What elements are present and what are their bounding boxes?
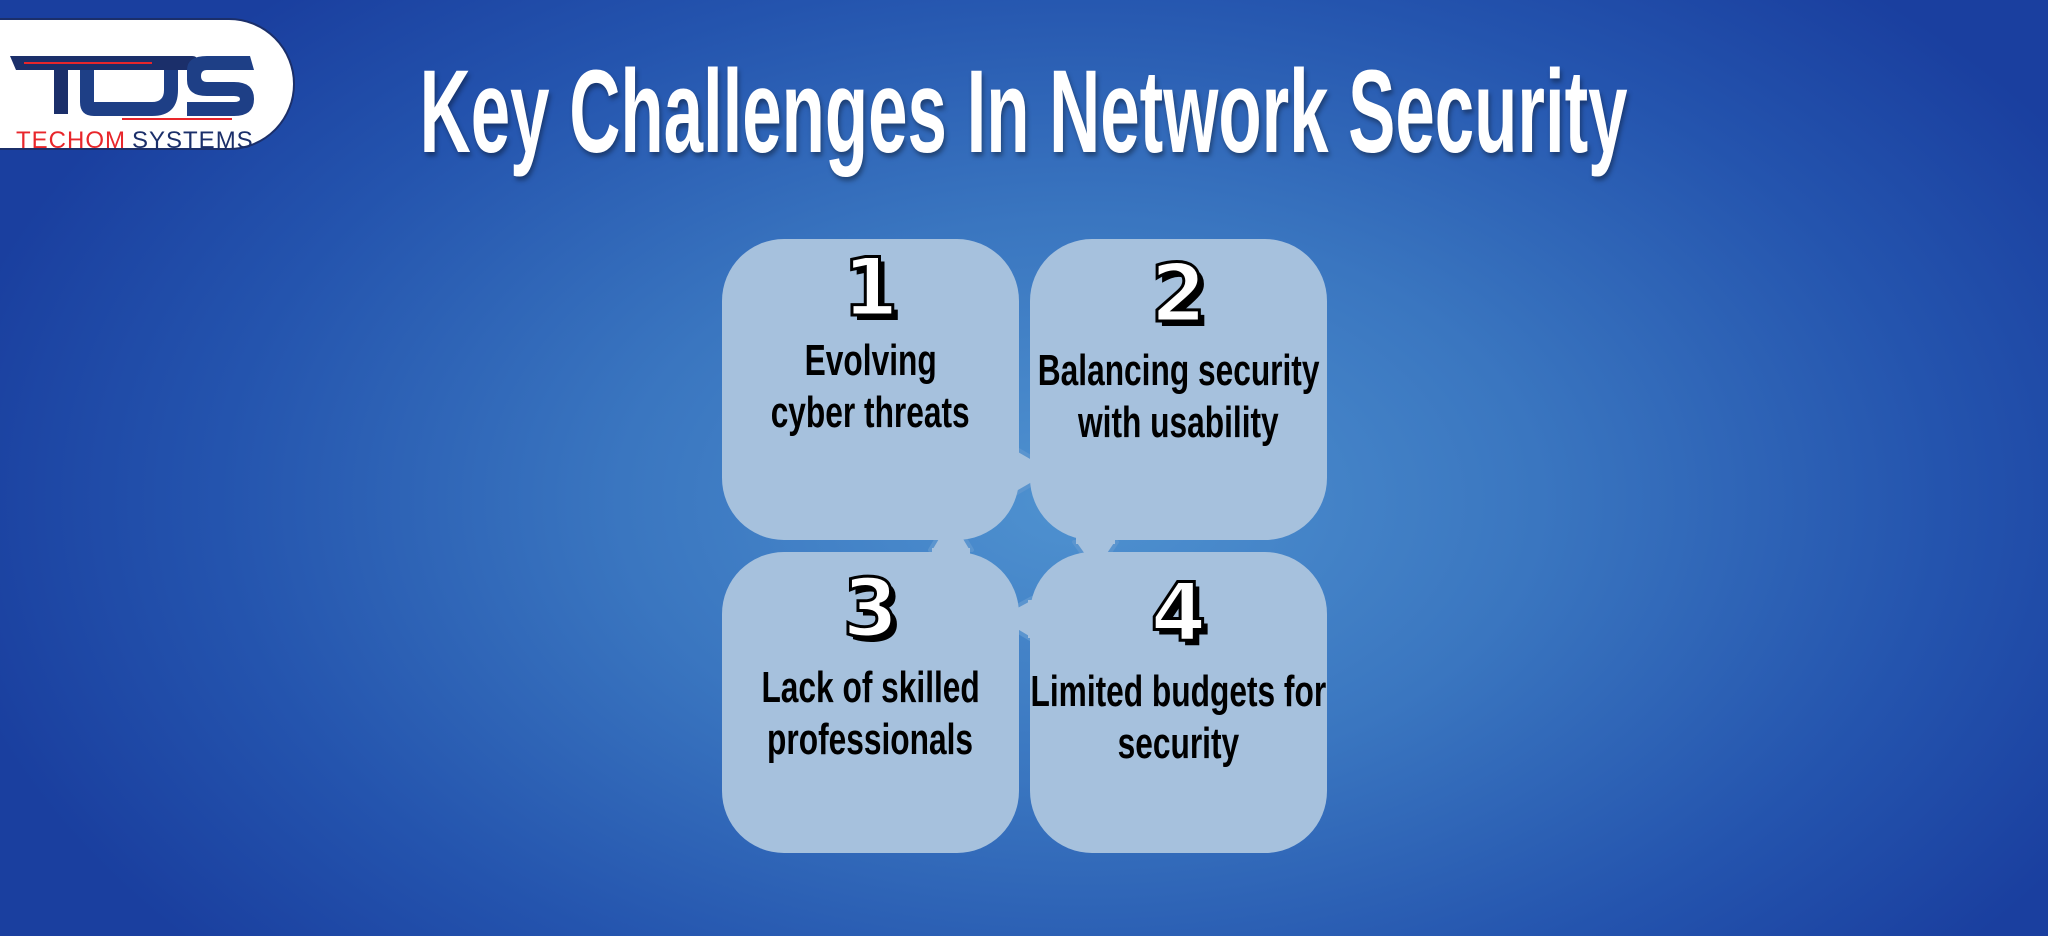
page-title: Key Challenges In Network Security xyxy=(420,46,1628,178)
card-number: 3 xyxy=(841,562,900,655)
card-number: 2 xyxy=(1149,247,1208,340)
logo-text-systems: SYSTEMS xyxy=(132,127,254,152)
logo-text-techom: TECHOM xyxy=(16,127,126,152)
techom-systems-logo: TECHOM SYSTEMS xyxy=(0,18,295,152)
card-number: 1 xyxy=(841,241,900,334)
card-number: 4 xyxy=(1149,566,1208,659)
